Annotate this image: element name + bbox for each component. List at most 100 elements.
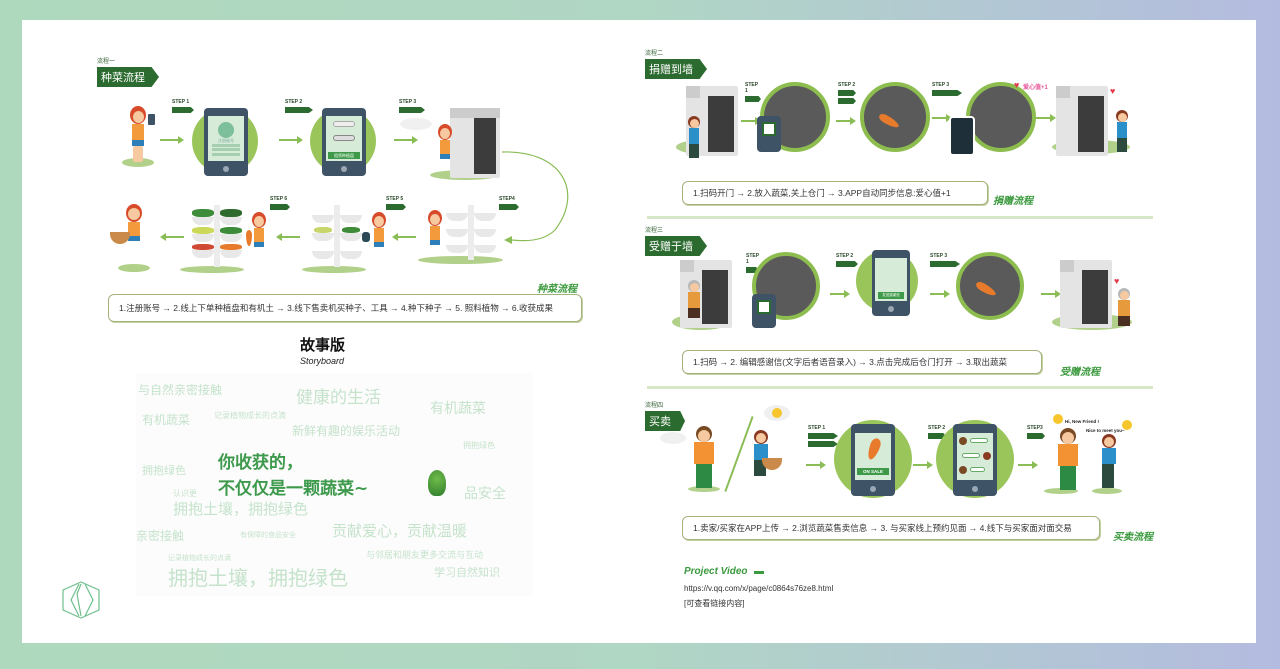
- cloud-word: 品安全: [464, 486, 506, 502]
- elderly-woman-happy: [1114, 288, 1134, 338]
- flow3-caption: 受赠流程: [1060, 367, 1100, 378]
- heart-icon: ♥: [1110, 86, 1116, 96]
- girl-buying: [436, 124, 458, 174]
- girl-planting: [426, 210, 446, 258]
- ground-shadow: [418, 256, 503, 264]
- flow2-number: 流程二: [645, 51, 664, 57]
- flow1-summary: 1.注册账号 → 2.线上下单种植盘和有机土 → 3.线下售卖机买种子、工具 →…: [108, 294, 582, 322]
- cloud-word: 认识更: [173, 489, 197, 498]
- flow4-step2: STEP 2: [928, 425, 946, 439]
- flow2-step1: STEP 1: [745, 82, 761, 102]
- girl-with-basket: [110, 204, 150, 266]
- donation-wall: [1060, 260, 1112, 328]
- elderly-woman: [684, 280, 704, 330]
- section-divider: [647, 386, 1153, 389]
- cloud-word: 有机蔬菜: [142, 413, 191, 427]
- flow3-step2: STEP 2: [836, 253, 858, 267]
- planter-tower: [446, 205, 498, 260]
- arrow-right: [913, 461, 933, 469]
- cloud-word: 学习自然知识: [434, 566, 500, 579]
- project-video-link[interactable]: https://v.qq.com/x/page/c0864s76ze8.html: [684, 584, 834, 593]
- flow3-title: 受赠于墙: [645, 236, 707, 256]
- flow4-caption: 买卖流程: [1113, 532, 1153, 543]
- tablet-thanks: 发送感谢信: [872, 250, 910, 316]
- flow2-tag: 流程二 捐赠到墙: [645, 48, 707, 79]
- planter-tower-grown: [192, 205, 244, 267]
- flow4-title: 买卖: [645, 411, 685, 431]
- arrow-left: [276, 233, 300, 241]
- phone-qr: [757, 116, 781, 152]
- flow4-step3: STEP3: [1027, 425, 1045, 439]
- love-points: 爱心值+1: [1023, 85, 1048, 91]
- flow4-step1: STEP 1: [808, 425, 838, 447]
- ground-shadow: [1044, 488, 1078, 494]
- zoom-circle-place: [860, 82, 930, 152]
- flow3-summary: 1.扫码 → 2. 编辑感谢信(文字后者语音录入) → 3.点击完成后仓门打开 …: [682, 350, 1042, 374]
- arrow-right: [932, 114, 952, 122]
- ground-shadow: [688, 486, 720, 492]
- cloud-word: 贡献爱心，贡献温暖: [332, 522, 468, 540]
- cloud-word: 拥抱土壤，拥抱绿色: [173, 500, 309, 518]
- brand-logo-icon: [62, 581, 100, 619]
- storyboard-headline-2: 不仅仅是一颗蔬菜~: [218, 479, 369, 499]
- seller-man: [686, 426, 722, 490]
- flow1-step3: STEP 3: [399, 99, 425, 113]
- flow3-step3: STEP 3: [930, 253, 960, 267]
- storyboard-subtitle: Storyboard: [300, 356, 345, 366]
- cloud-word: 健康的生活: [296, 388, 381, 408]
- flow1-step1: STEP 1: [172, 99, 194, 113]
- coin-icon: [772, 408, 782, 418]
- girl-watering: [362, 212, 390, 266]
- donor-girl: [684, 116, 704, 160]
- cloud-word: 与自然亲密接触: [138, 383, 223, 397]
- heart-icon: ♥: [1114, 276, 1120, 286]
- tablet-onsale: ON SALE: [851, 424, 895, 496]
- flow3-step1: STEP 1: [746, 253, 759, 273]
- ground-shadow: [118, 264, 150, 272]
- planter-tower: [312, 205, 364, 267]
- storyboard-headline-1: 你收获的，: [218, 453, 303, 473]
- arrow-right: [1018, 461, 1038, 469]
- arrow-right: [160, 136, 184, 144]
- tablet-chat: [953, 424, 997, 496]
- flow1-title: 种菜流程: [97, 67, 159, 87]
- cloud-word: 有保障的食品安全: [240, 531, 296, 539]
- lettuce-icon: [428, 470, 446, 496]
- cloud-word: 与邻居和朋友更多交流与互动: [366, 551, 484, 561]
- flow1-tag: 流程一 种菜流程: [97, 56, 159, 87]
- donor-girl-happy: [1112, 110, 1132, 156]
- tablet-rent: 租赁种植盘: [322, 108, 366, 176]
- arrow-left: [392, 233, 416, 241]
- phone-qr: [752, 294, 776, 328]
- girl-with-carrot: [246, 212, 270, 268]
- cloud-word: 亲密接触: [136, 529, 185, 543]
- tablet-register: 注册账号: [204, 108, 248, 176]
- carrot-plate: [660, 432, 686, 444]
- arrow-right: [836, 117, 856, 125]
- flow1-step4: STEP4: [499, 196, 519, 210]
- arrow-right: [279, 136, 303, 144]
- arrow-right: [394, 136, 418, 144]
- zoom-circle-close: [966, 82, 1036, 152]
- flow1-caption: 种菜流程: [537, 284, 577, 295]
- flow3-number: 流程三: [645, 228, 664, 234]
- cloud-word: 拥抱绿色: [142, 464, 186, 477]
- arrow-right: [741, 117, 761, 125]
- flow2-summary: 1.扫码开门 → 2.放入蔬菜,关上仓门 → 3.APP自动同步信息:爱心值+1: [682, 181, 988, 205]
- storyboard-title: 故事版: [300, 336, 346, 354]
- flow1-number: 流程一: [97, 59, 116, 65]
- seller-man-meet: [1052, 428, 1086, 490]
- arrow-right: [1041, 290, 1061, 298]
- arrow-right: [930, 290, 950, 298]
- flow4-number: 流程四: [645, 403, 664, 409]
- ground-shadow: [180, 266, 244, 273]
- flow3-tag: 流程三 受赠于墙: [645, 225, 707, 256]
- donation-wall: [1056, 86, 1108, 156]
- arrow-left: [160, 233, 184, 241]
- flow2-title: 捐赠到墙: [645, 59, 707, 79]
- arrow-right: [830, 290, 850, 298]
- buyer-girl: [748, 430, 782, 492]
- flow2-step3: STEP 3: [932, 82, 962, 96]
- project-video-title: Project Video: [684, 566, 748, 577]
- girl-with-phone: [124, 106, 155, 166]
